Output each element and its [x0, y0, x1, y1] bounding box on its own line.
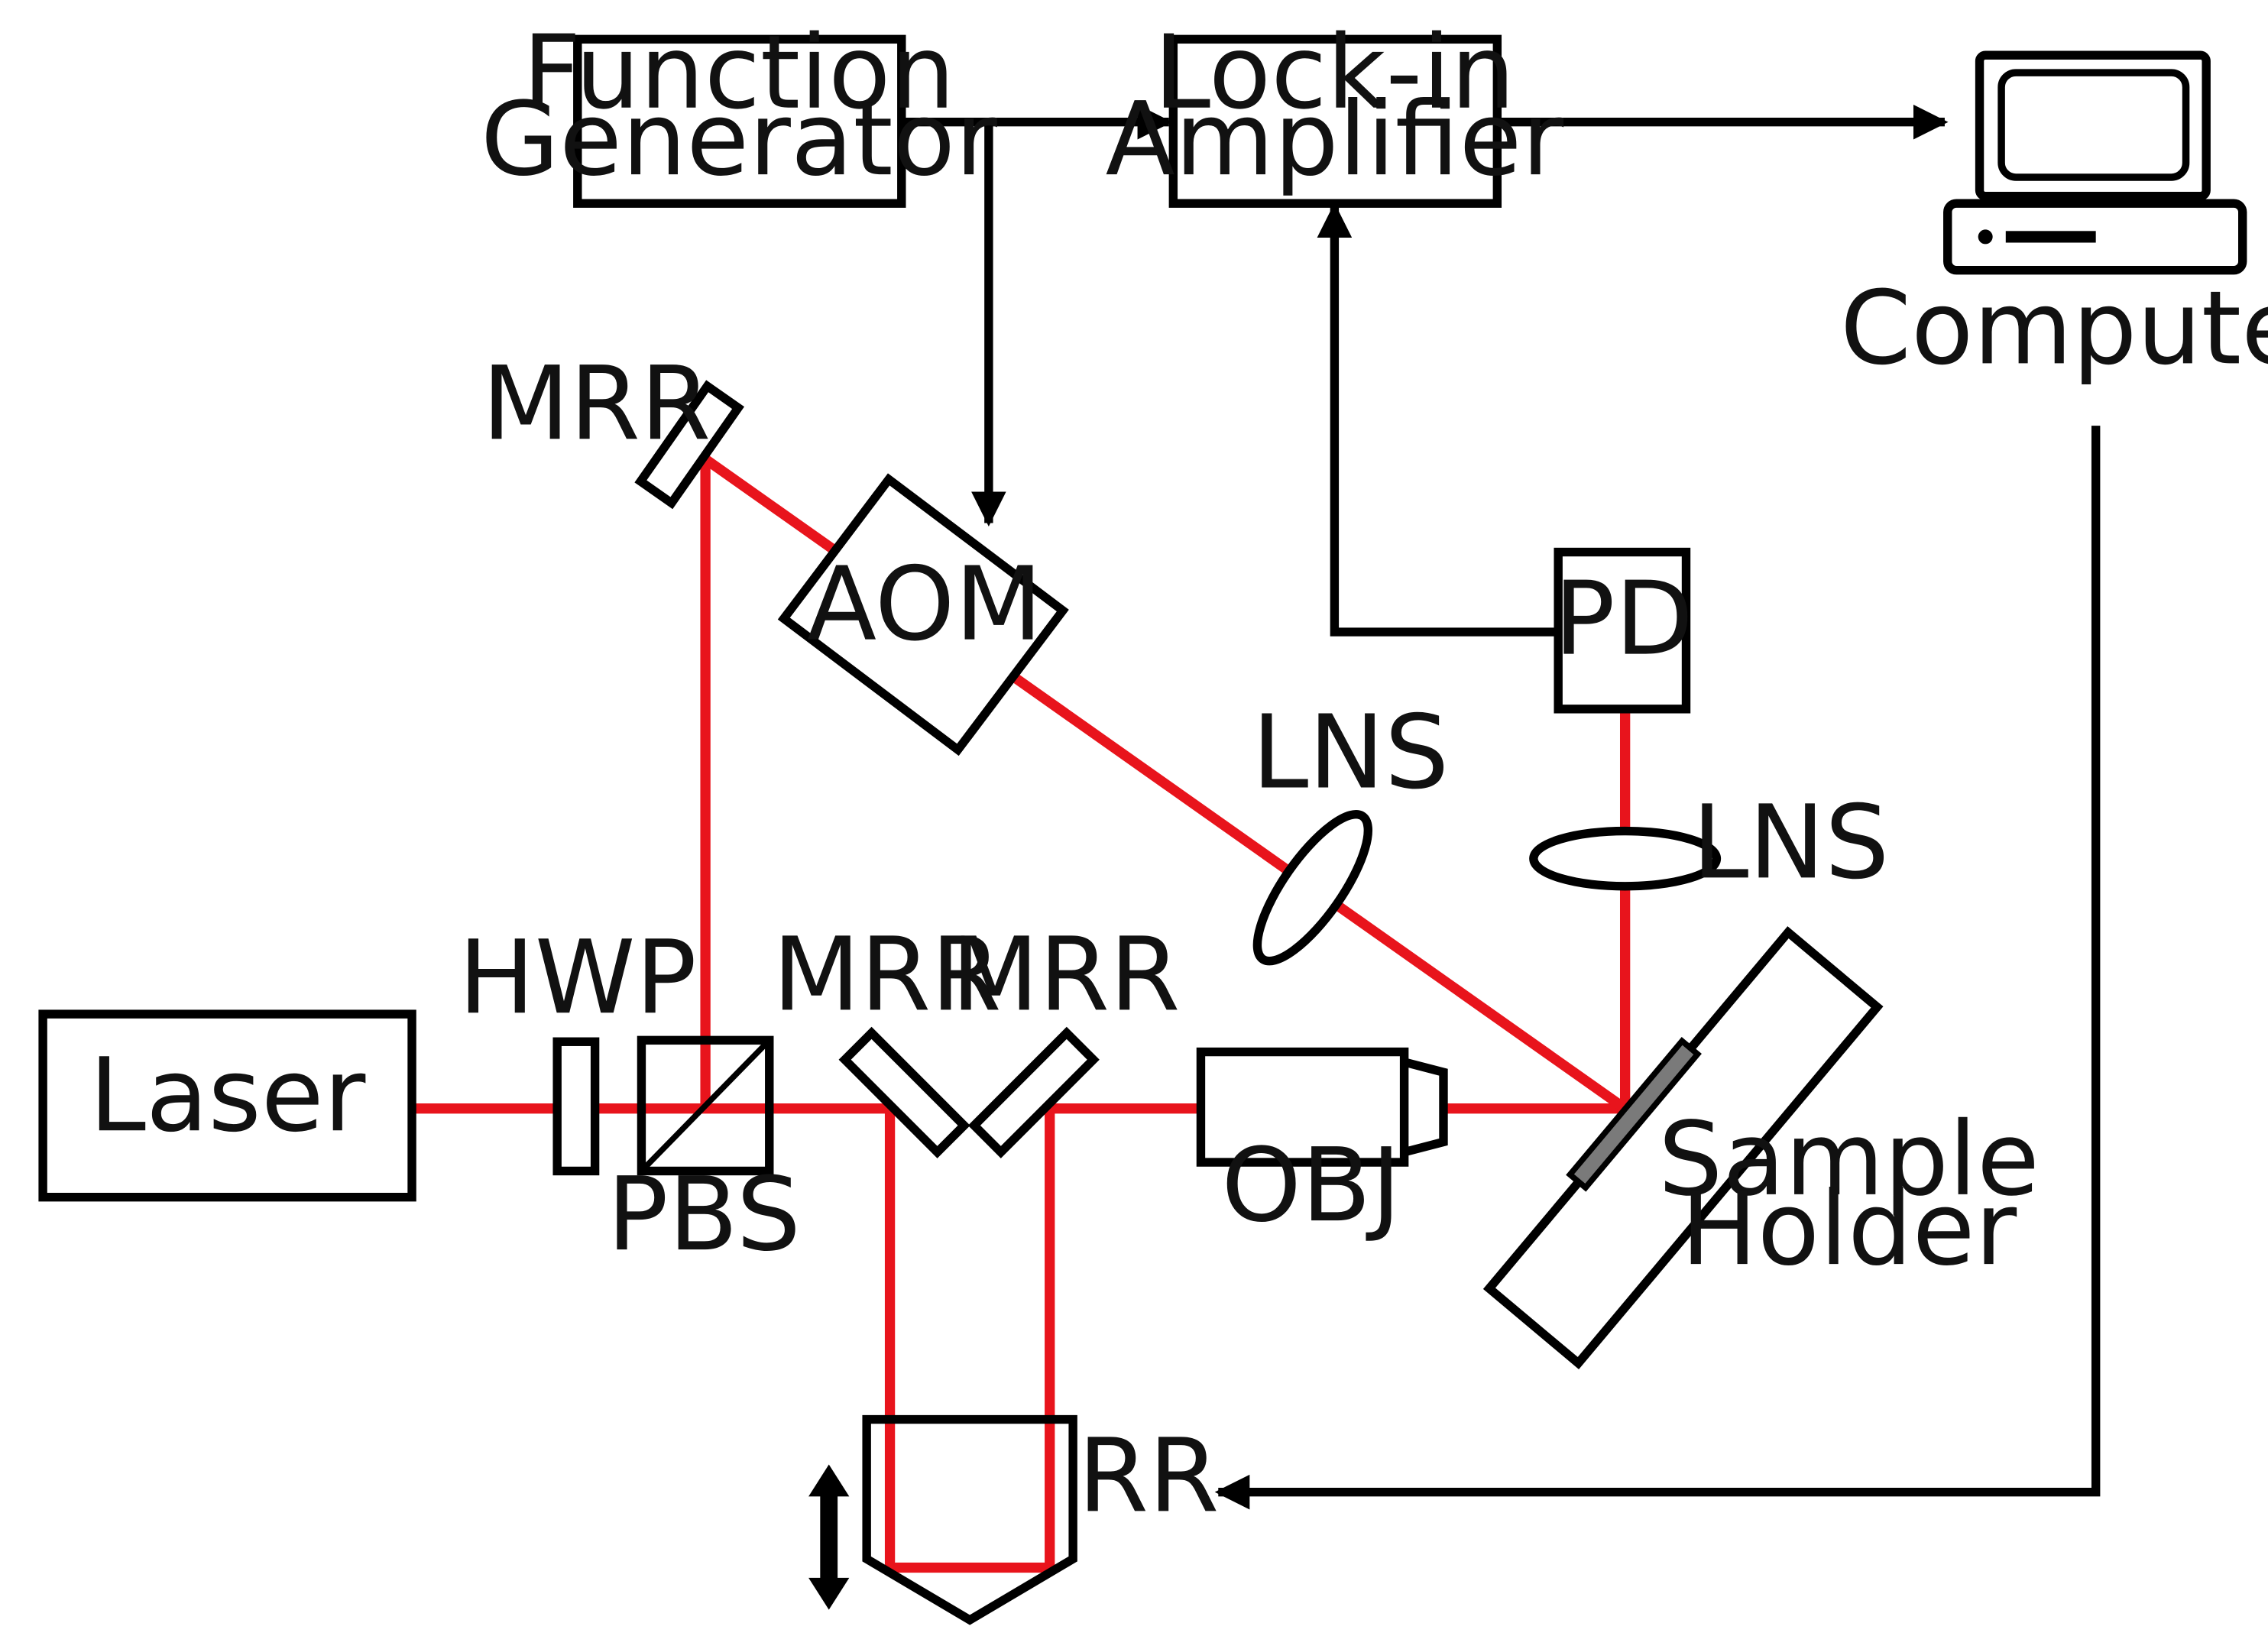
retroreflector-prism [862, 1414, 1077, 1625]
objective-label: OBJ [1221, 1126, 1401, 1245]
objective: OBJ [1196, 1047, 1448, 1245]
lockin-amplifier-label-2: Amplifier [1106, 80, 1564, 199]
lens-diagonal-element [1252, 810, 1373, 966]
lens-vertical: LNS [1529, 783, 1889, 902]
function-generator-label-2: Generator [481, 80, 997, 199]
lens-vertical-element [1529, 826, 1722, 891]
mirror-right-plate [967, 1026, 1100, 1158]
sample-holder-label-1: Sample [1658, 1100, 2040, 1219]
pd-box [1554, 547, 1691, 714]
lockin-amplifier: Lock-in Amplifier [1106, 14, 1564, 208]
aom-label: AOM [807, 546, 1042, 664]
computer: Computer [1840, 50, 2268, 387]
aom-box [777, 473, 1069, 756]
sample-piece [1566, 1037, 1702, 1192]
pd-label: PD [1554, 560, 1693, 679]
computer-drive-slot [2005, 231, 2096, 243]
lens-diagonal-label: LNS [1252, 694, 1449, 812]
mirror-right-label: MRR [951, 915, 1181, 1034]
sample-holder-label-2: Holder [1681, 1170, 2017, 1288]
rr-label: RR [1078, 1417, 1220, 1535]
polarizing-beam-splitter: PBS [607, 1035, 801, 1274]
pbs-label: PBS [607, 1155, 801, 1274]
computer-monitor [1975, 50, 2211, 201]
function-generator-box [573, 34, 906, 208]
pbs-cube [637, 1035, 774, 1176]
mirror-left: MRR [773, 915, 1002, 1158]
computer-screen [1997, 69, 2190, 181]
function-generator-label-1: Function [523, 14, 955, 132]
hwp-label: HWP [458, 918, 697, 1037]
beam-delay-line [884, 1108, 1055, 1573]
hwp-plate [552, 1037, 600, 1176]
laser-label: Laser [89, 1036, 366, 1155]
lens-diagonal: LNS [1252, 694, 1449, 966]
pd-to-lockin-arrow [1317, 202, 1559, 637]
function-generator: Function Generator [481, 14, 997, 208]
translation-stage-arrow-icon [808, 1464, 850, 1610]
signal-connections [901, 104, 2101, 1510]
pbs-diagonal [639, 1038, 772, 1174]
computer-label: Computer [1840, 269, 2268, 387]
half-wave-plate: HWP [458, 918, 697, 1176]
retroreflector: RR [808, 1414, 1220, 1625]
computer-power-icon [1978, 229, 1993, 245]
lockin-amplifier-label-1: Lock-in [1154, 14, 1515, 132]
lens-vertical-label: LNS [1692, 783, 1889, 902]
laser: Laser [38, 1009, 416, 1202]
photodiode: PD [1554, 547, 1693, 714]
lockin-amplifier-box [1168, 34, 1502, 208]
acousto-optic-modulator: AOM [777, 473, 1069, 756]
mirror-left-plate [838, 1026, 970, 1158]
mirror-top: MRR [482, 345, 745, 510]
mirror-top-plate [634, 380, 745, 510]
mirror-top-label: MRR [482, 345, 711, 463]
computer-to-rr-arrow [1214, 426, 2101, 1510]
sample-holder: Sample Holder [1482, 926, 2040, 1370]
laser-box [38, 1009, 416, 1202]
mirror-left-label: MRR [773, 915, 1002, 1034]
objective-nose [1399, 1056, 1448, 1158]
mirror-right: MRR [951, 915, 1181, 1158]
